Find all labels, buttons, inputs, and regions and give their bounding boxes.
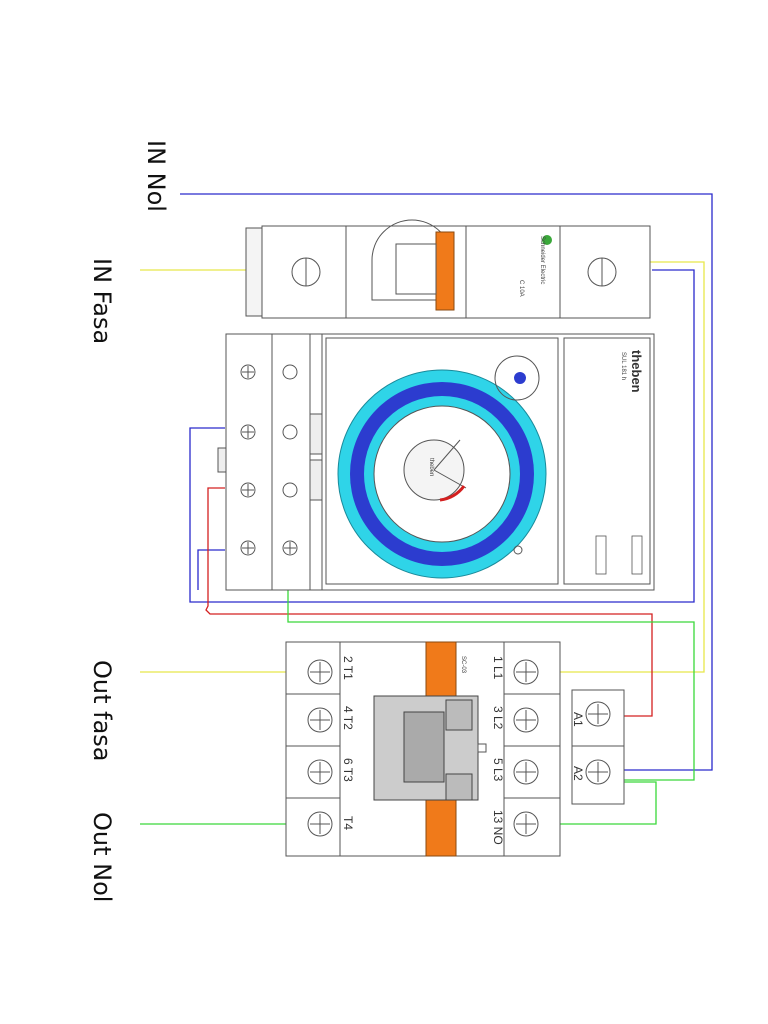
wires <box>140 193 713 825</box>
timer-dial[interactable] <box>337 355 547 579</box>
label-in-fasa: IN Fasa <box>88 258 116 344</box>
contactor-screws <box>307 659 539 837</box>
terminal-label-8: T4 <box>341 816 355 830</box>
contactor-model: SC-03 <box>460 656 466 674</box>
wire-mcb-neutral <box>189 269 695 603</box>
wire-timer-red <box>205 487 653 717</box>
schneider-logo-icon <box>542 235 552 245</box>
wire-in-nol <box>180 193 713 771</box>
wire-mcb-phase-out <box>530 261 705 673</box>
terminal-label-3: 5 L3 <box>491 758 505 782</box>
dial-brand: theben <box>428 458 434 476</box>
wire-timer-neutral <box>197 549 225 590</box>
coil-block <box>571 689 625 805</box>
terminal-label-7: 6 T3 <box>341 758 355 782</box>
mcb-rating: C 10A <box>518 280 524 297</box>
terminal-label-1: 1 L1 <box>491 656 505 680</box>
label-out-fasa: Out fasa <box>88 660 116 762</box>
timer-brand: theben <box>629 350 644 393</box>
coil-label-a1: A1 <box>571 712 585 727</box>
coil-label-a2: A2 <box>571 766 585 781</box>
contactor <box>285 641 561 857</box>
terminal-label-6: 4 T2 <box>341 706 355 730</box>
terminal-label-2: 3 L2 <box>491 706 505 730</box>
timer-indicator-icon <box>514 372 526 384</box>
timer-switches[interactable] <box>595 535 643 575</box>
label-out-nol: Out Nol <box>88 812 116 902</box>
wire-green-loop <box>287 570 695 781</box>
wire-green-no <box>548 781 657 825</box>
terminal-label-5: 2 T1 <box>341 656 355 680</box>
mcb-brand: Schneider Electric <box>539 236 545 284</box>
label-in-nol: IN Nol <box>142 140 170 212</box>
mcb-toggle[interactable] <box>435 231 455 311</box>
mcb-breaker <box>245 219 651 319</box>
terminal-label-4: 13 NO <box>491 810 505 845</box>
timer-terminals <box>240 364 298 556</box>
timer-model: SUL 181 h <box>620 352 626 380</box>
